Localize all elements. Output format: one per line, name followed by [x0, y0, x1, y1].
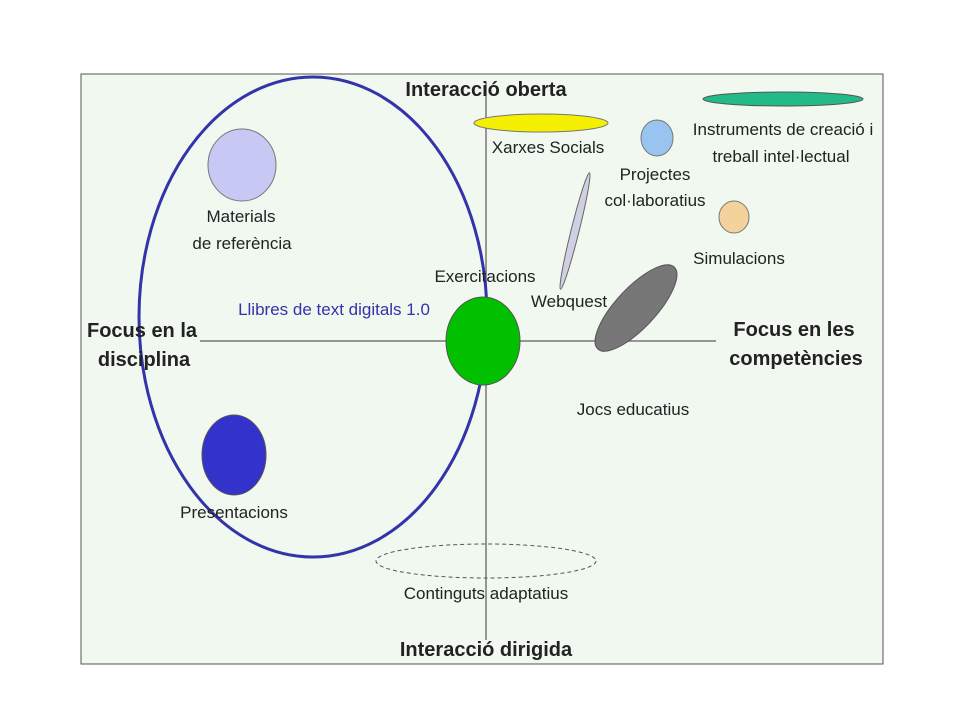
- projectes-label-line2: col·laboratius: [604, 191, 705, 210]
- simulacions-label: Simulacions: [693, 249, 785, 268]
- materials-label-line1: Materials: [207, 207, 276, 226]
- axis-label-left-line2: disciplina: [98, 349, 191, 371]
- exercitacions-circle: [445, 296, 521, 386]
- axis-label-right-line2: competències: [729, 348, 862, 370]
- xarxes-ellipse: [473, 113, 609, 133]
- instruments-label-line2: treball intel·lectual: [712, 147, 849, 166]
- presentacions-label: Presentacions: [180, 503, 288, 522]
- presentacions-circle: [201, 414, 267, 496]
- projectes-label-line1: Projectes: [620, 165, 691, 184]
- digital-textbooks-label: Llibres de text digitals 1.0: [238, 300, 430, 319]
- axis-label-bottom: Interacció dirigida: [400, 639, 573, 661]
- materials-label-line2: de referència: [192, 234, 292, 253]
- jocs-ellipse: [594, 264, 678, 352]
- webquest-ellipse: [559, 172, 591, 290]
- projectes-circle: [640, 119, 674, 157]
- simulacions-circle: [718, 200, 750, 234]
- axis-label-right-line1: Focus en les: [733, 319, 854, 341]
- materials-circle: [207, 128, 277, 202]
- continguts-label: Continguts adaptatius: [404, 584, 568, 603]
- webquest-label: Webquest: [531, 292, 608, 311]
- instruments-label-line1: Instruments de creació i: [693, 120, 873, 139]
- jocs-label: Jocs educatius: [577, 400, 689, 419]
- axis-label-top: Interacció oberta: [405, 79, 567, 101]
- exercitacions-label: Exercitacions: [434, 267, 535, 286]
- axis-label-left-line1: Focus en la: [87, 320, 198, 342]
- adaptive-contents-ellipse: [375, 543, 597, 579]
- xarxes-label: Xarxes Socials: [492, 138, 604, 157]
- instruments-ellipse: [702, 91, 864, 107]
